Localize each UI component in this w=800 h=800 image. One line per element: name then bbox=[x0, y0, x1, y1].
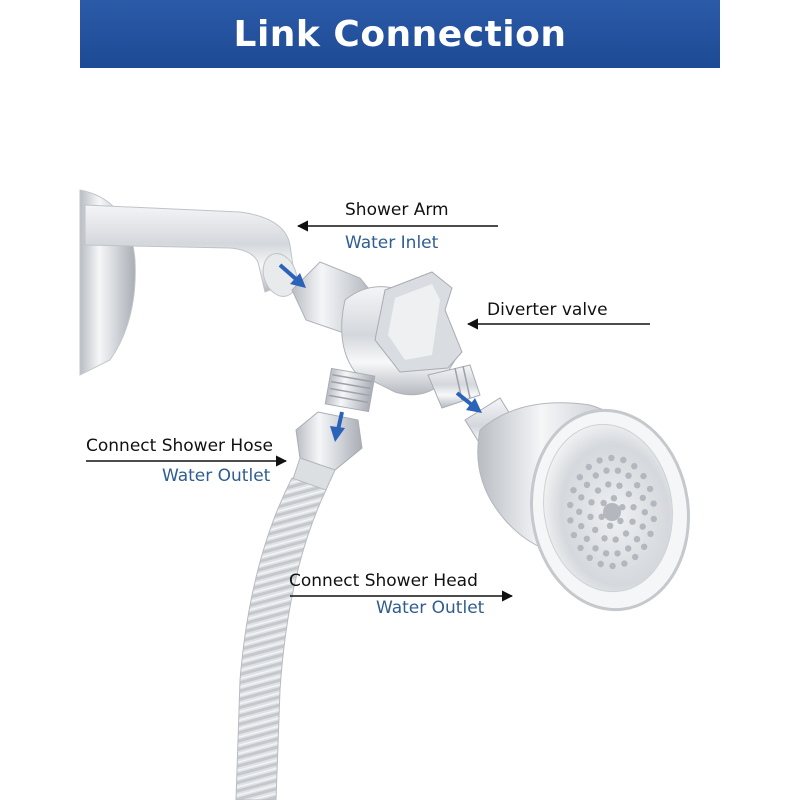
nozzle-dot bbox=[620, 456, 627, 464]
nozzle-dot bbox=[576, 508, 583, 515]
shower-hose bbox=[235, 477, 327, 800]
shower-head bbox=[464, 397, 690, 612]
nozzle-dot bbox=[583, 535, 590, 542]
nozzle-dot bbox=[641, 543, 648, 550]
nozzle-dot bbox=[632, 553, 639, 561]
nozzle-dot bbox=[616, 482, 623, 489]
shower-arm-pipe bbox=[84, 204, 298, 297]
callout-leaders bbox=[86, 220, 650, 602]
hose-flow-arrow-icon bbox=[330, 411, 345, 442]
hose-connector bbox=[291, 411, 363, 493]
nozzle-dot bbox=[598, 513, 605, 520]
shower-arm-sublabel: Water Inlet bbox=[345, 233, 439, 253]
nozzle-dot bbox=[614, 550, 621, 557]
nozzle-dot bbox=[578, 522, 585, 530]
nozzle-dot bbox=[625, 490, 632, 498]
nozzle-dot bbox=[577, 544, 584, 552]
nozzle-dot bbox=[602, 550, 610, 557]
nozzle-dot bbox=[600, 499, 607, 507]
head-flow-arrow-icon bbox=[455, 391, 482, 413]
nozzle-dot bbox=[603, 503, 621, 521]
nozzle-dot bbox=[570, 531, 578, 539]
nozzle-dot bbox=[639, 523, 646, 530]
nozzle-dot bbox=[614, 467, 622, 474]
nozzle-dot bbox=[592, 526, 599, 534]
nozzle-dot bbox=[633, 536, 641, 543]
nozzle-dot bbox=[625, 545, 632, 552]
nozzle-dot bbox=[647, 530, 654, 537]
nozzle-dot bbox=[606, 522, 614, 529]
nozzle-dot bbox=[617, 517, 624, 525]
shower-hose-label: Connect Shower Hose bbox=[86, 436, 273, 456]
nozzle-dot bbox=[567, 501, 574, 509]
nozzle-dot bbox=[592, 545, 599, 552]
nozzle-dot bbox=[650, 515, 657, 523]
nozzle-dot bbox=[567, 517, 574, 524]
title-banner: Link Connection bbox=[80, 0, 720, 68]
nozzle-dot bbox=[629, 518, 636, 525]
nozzle-dot bbox=[583, 481, 591, 488]
nozzle-dot bbox=[603, 467, 610, 474]
nozzle-dot bbox=[601, 535, 608, 542]
shower-head-sublabel: Water Outlet bbox=[376, 598, 485, 618]
nozzle-dot bbox=[634, 482, 641, 489]
nozzle-dot bbox=[587, 513, 594, 520]
nozzle-dot bbox=[619, 504, 626, 511]
nozzle-dot bbox=[646, 485, 654, 493]
nozzle-dot bbox=[639, 494, 646, 502]
flow-arrows bbox=[278, 263, 482, 442]
nozzle-dot bbox=[622, 530, 630, 537]
nozzle-dot bbox=[641, 509, 648, 516]
nozzle-dot bbox=[578, 494, 585, 501]
diverter-valve-body bbox=[291, 261, 481, 413]
nozzle-dot bbox=[597, 560, 604, 568]
shower-hose-sublabel: Water Outlet bbox=[162, 466, 271, 486]
page-title: Link Connection bbox=[233, 13, 567, 55]
shower-head-nozzles bbox=[567, 454, 657, 570]
shower-head-label: Connect Shower Head bbox=[289, 571, 478, 591]
nozzle-dot bbox=[586, 554, 593, 561]
nozzle-dot bbox=[640, 472, 647, 480]
nozzle-dot bbox=[621, 560, 628, 567]
shower-arm-label: Shower Arm bbox=[345, 200, 449, 220]
nozzle-dot bbox=[588, 499, 595, 506]
nozzle-dot bbox=[609, 562, 616, 570]
nozzle-dot bbox=[585, 463, 592, 471]
nozzle-dot bbox=[650, 500, 657, 507]
nozzle-dot bbox=[610, 495, 618, 502]
diverter-valve-label: Diverter valve bbox=[487, 300, 608, 320]
nozzle-dot bbox=[570, 487, 577, 494]
nozzle-dot bbox=[625, 472, 632, 479]
nozzle-dot bbox=[592, 472, 599, 479]
nozzle-dot bbox=[612, 536, 619, 543]
nozzle-dot bbox=[605, 481, 612, 488]
inlet-flow-arrow-icon bbox=[278, 263, 306, 288]
nozzle-dot bbox=[596, 457, 603, 464]
nozzle-dot bbox=[594, 487, 602, 494]
nozzle-dot bbox=[630, 504, 637, 511]
nozzle-dot bbox=[631, 463, 638, 470]
nozzle-dot bbox=[576, 474, 583, 481]
nozzle-dot bbox=[608, 454, 615, 462]
